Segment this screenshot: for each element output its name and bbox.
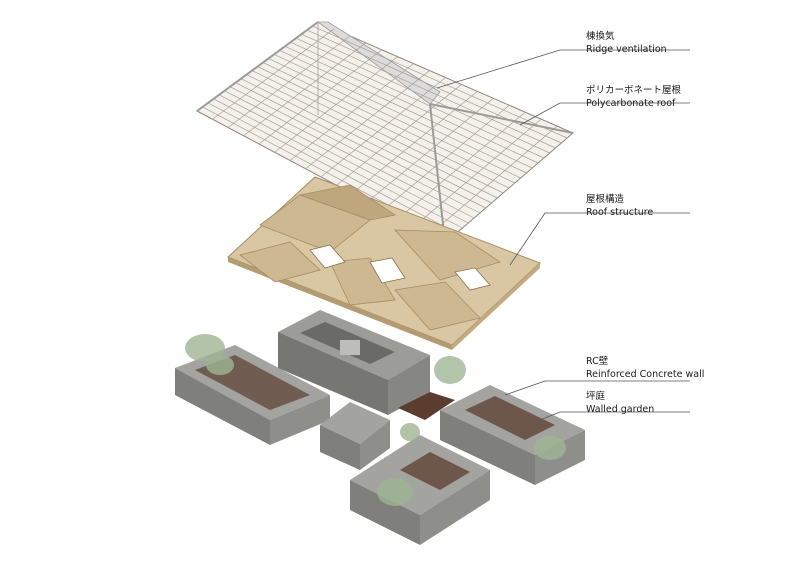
concrete-right-floor xyxy=(465,396,555,440)
label-rc-wall: RC壁 Reinforced Concrete wall xyxy=(586,355,704,381)
plant xyxy=(534,436,566,460)
leader-garden xyxy=(539,411,690,421)
roof-grid-line xyxy=(258,49,382,145)
roof-grid-line xyxy=(367,98,494,203)
roof-grid-line xyxy=(289,63,414,161)
concrete-small-side xyxy=(360,420,390,470)
label-ridge-ventilation: 棟換気 Ridge ventilation xyxy=(586,30,667,56)
plant xyxy=(377,478,413,506)
roof-grid-line xyxy=(320,77,446,178)
timber-frame-edge xyxy=(228,257,452,350)
roof-module xyxy=(394,229,501,281)
roof-grid-line xyxy=(227,35,351,128)
label-rc-wall-en: Reinforced Concrete wall xyxy=(586,369,705,380)
roof-grid-line xyxy=(413,118,542,227)
roof-grid-line xyxy=(243,42,367,137)
label-polycarbonate-en: Polycarbonate roof xyxy=(586,98,676,109)
label-garden-jp: 坪庭 xyxy=(586,391,606,402)
concrete-small-front xyxy=(320,425,360,470)
leader-polycarbonate xyxy=(519,102,690,126)
roof-module xyxy=(394,281,481,331)
roof-module xyxy=(329,257,396,306)
label-rc-wall-jp: RC壁 xyxy=(586,356,609,367)
concrete-block-side xyxy=(270,395,330,445)
plant xyxy=(206,355,234,375)
roof-module xyxy=(298,184,397,221)
concrete-right-side xyxy=(535,430,585,485)
roof-grid-line xyxy=(336,84,462,186)
label-polycarbonate-jp: ポリカーボネート屋根 xyxy=(586,85,682,96)
roof-grid-line xyxy=(398,111,526,219)
concrete-small-top xyxy=(320,402,390,444)
label-roof-structure-jp: 屋根構造 xyxy=(586,194,625,205)
label-walled-garden: 坪庭 Walled garden xyxy=(586,390,654,416)
label-garden-en: Walled garden xyxy=(586,404,655,415)
leader-rc-wall xyxy=(504,380,690,396)
label-ridge-jp: 棟換気 xyxy=(586,31,615,42)
concrete-right-front xyxy=(440,410,535,485)
plant xyxy=(434,356,466,384)
concrete-core-side xyxy=(388,355,430,415)
timber-frame-edge xyxy=(452,263,540,350)
roof-grid-line xyxy=(305,70,430,170)
roof-grid-line xyxy=(351,91,478,194)
leader-roof-structure xyxy=(509,212,690,266)
label-ridge-en: Ridge ventilation xyxy=(586,44,667,55)
polycarbonate-roof xyxy=(196,21,574,244)
roof-opening xyxy=(454,267,491,291)
roof-module xyxy=(239,241,321,283)
roof-grid xyxy=(202,25,568,239)
rc-walls xyxy=(175,310,585,545)
walled-garden-plants xyxy=(185,334,566,506)
roof-opening xyxy=(309,244,346,269)
roof-ridge xyxy=(316,21,441,105)
concrete-block-front xyxy=(175,368,270,445)
roof-grid-line xyxy=(212,28,335,120)
concrete-bottom-side xyxy=(420,470,490,545)
hip-line xyxy=(429,103,446,244)
label-roof-structure: 屋根構造 Roof structure xyxy=(586,193,653,219)
wood-deck xyxy=(398,392,455,420)
roof-opening xyxy=(369,257,406,284)
roof-grid-line xyxy=(274,56,398,153)
concrete-core-front xyxy=(278,332,388,415)
hip-line xyxy=(429,103,574,134)
concrete-bottom-floor xyxy=(400,452,470,490)
label-polycarbonate-roof: ポリカーボネート屋根 Polycarbonate roof xyxy=(586,84,681,110)
concrete-core-window xyxy=(340,340,360,355)
leader-ridge xyxy=(436,49,690,89)
roof-grid-line xyxy=(382,104,510,211)
label-roof-structure-en: Roof structure xyxy=(586,207,654,218)
roof-structure xyxy=(227,176,541,350)
roof-grid-line xyxy=(429,125,558,236)
concrete-bottom-front xyxy=(350,480,420,545)
leader-lines xyxy=(436,49,690,421)
plant xyxy=(185,334,225,362)
plant xyxy=(400,423,420,441)
